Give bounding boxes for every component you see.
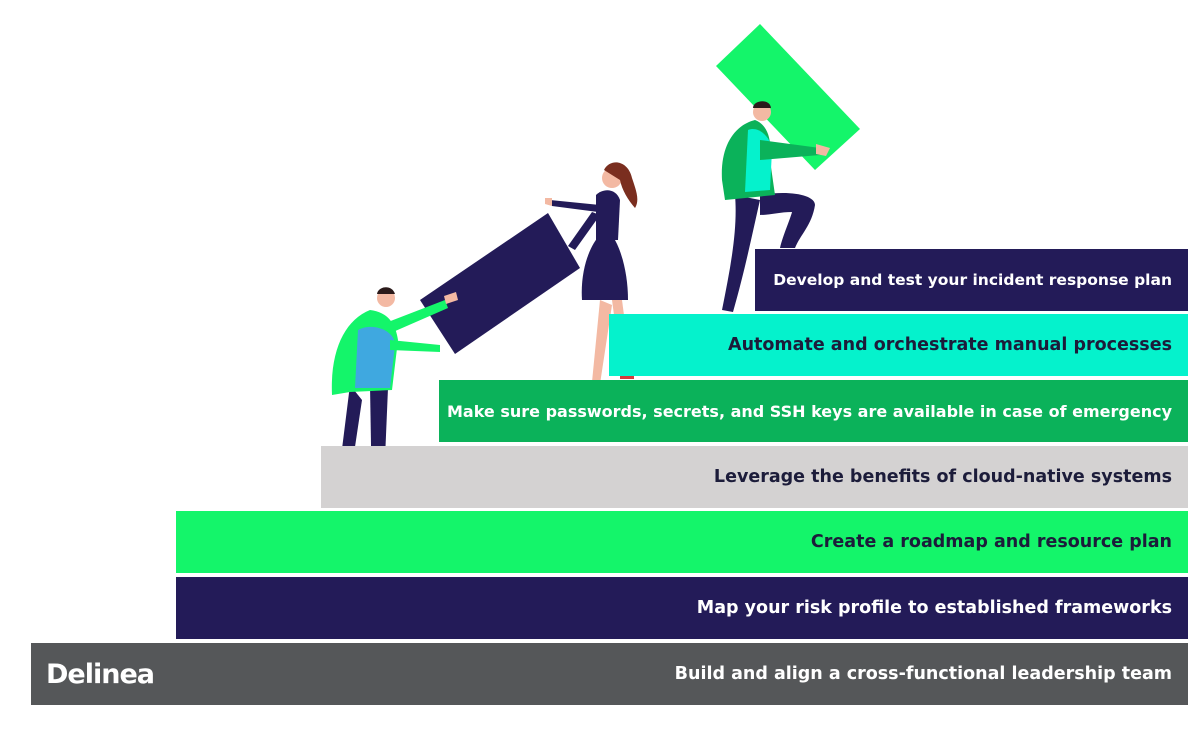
step-label: Make sure passwords, secrets, and SSH ke…: [447, 401, 1172, 421]
step-build-leadership-team: Build and align a cross-functional leade…: [31, 643, 1188, 705]
step-label: Map your risk profile to established fra…: [696, 598, 1172, 618]
step-automate-processes: Automate and orchestrate manual processe…: [609, 314, 1188, 376]
step-create-roadmap: Create a roadmap and resource plan: [176, 511, 1188, 573]
step-incident-response: Develop and test your incident response …: [755, 249, 1188, 311]
step-label: Develop and test your incident response …: [773, 271, 1172, 289]
step-passwords-secrets: Make sure passwords, secrets, and SSH ke…: [439, 380, 1188, 442]
green-block-top: [716, 24, 860, 170]
navy-block-middle: [420, 213, 580, 354]
step-label: Automate and orchestrate manual processe…: [728, 335, 1172, 355]
step-label: Leverage the benefits of cloud-native sy…: [713, 467, 1172, 487]
step-label: Build and align a cross-functional leade…: [674, 664, 1172, 684]
step-map-risk-profile: Map your risk profile to established fra…: [176, 577, 1188, 639]
step-cloud-native: Leverage the benefits of cloud-native sy…: [321, 446, 1188, 508]
step-label: Create a roadmap and resource plan: [810, 532, 1172, 552]
delinea-logo: Delinea: [46, 658, 155, 690]
